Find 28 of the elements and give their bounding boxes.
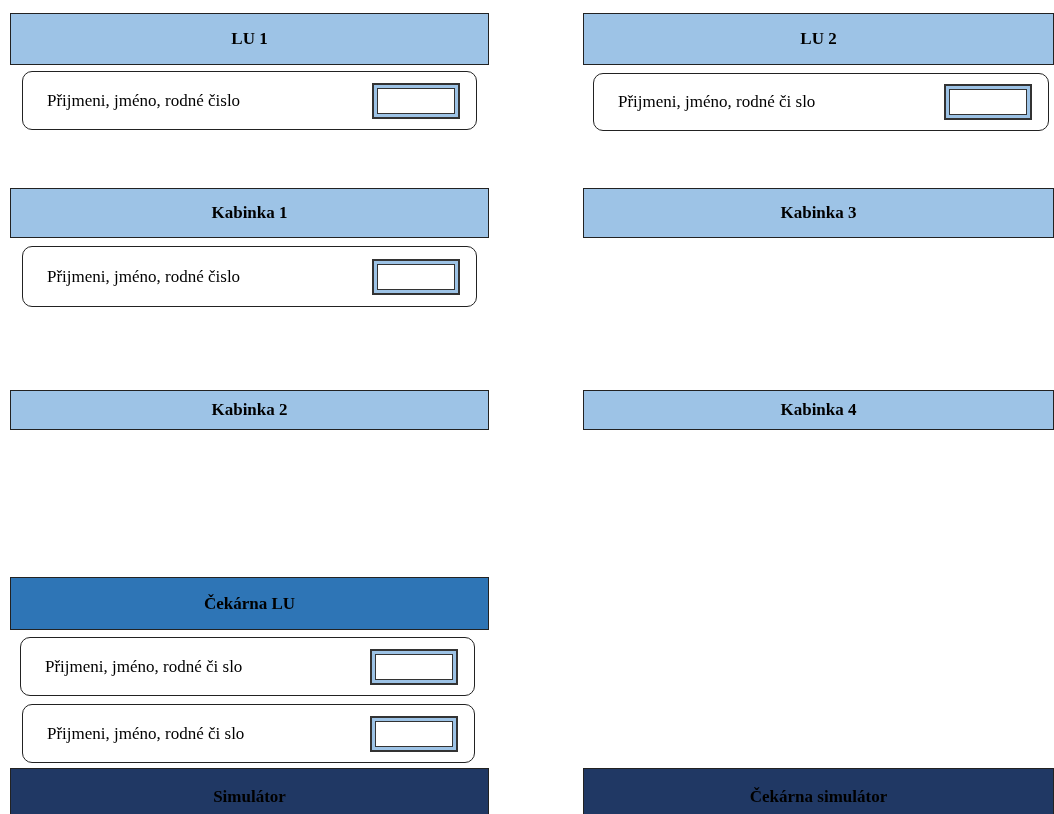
person-entry-box bbox=[22, 71, 477, 130]
section-header-bar bbox=[10, 13, 489, 65]
section-header-bar bbox=[10, 390, 489, 430]
section-title: Kabinka 1 bbox=[211, 202, 288, 224]
section-header-bar bbox=[583, 768, 1054, 814]
person-entry-box bbox=[22, 704, 475, 763]
section-header-bar bbox=[10, 188, 489, 238]
section-title: Kabinka 2 bbox=[211, 399, 288, 421]
section-header-bar bbox=[10, 768, 489, 814]
section-title: LU 2 bbox=[800, 28, 837, 50]
section-header-bar bbox=[10, 577, 489, 630]
entry-label: Přijmeni, jméno, rodné či slo bbox=[47, 722, 246, 745]
entry-label: Přijmeni, jméno, rodné čislo bbox=[47, 89, 242, 112]
entry-label: Přijmeni, jméno, rodné čislo bbox=[47, 265, 242, 288]
person-entry-box bbox=[22, 246, 477, 307]
section-header-bar bbox=[583, 188, 1054, 238]
section-title: Kabinka 4 bbox=[780, 399, 857, 421]
person-entry-box bbox=[20, 637, 475, 696]
entry-label: Přijmeni, jméno, rodné či slo bbox=[45, 655, 244, 678]
section-title: LU 1 bbox=[231, 28, 268, 50]
section-header-bar bbox=[583, 390, 1054, 430]
section-title: Simulátor bbox=[213, 786, 286, 808]
section-title: Kabinka 3 bbox=[780, 202, 857, 224]
section-header-bar bbox=[583, 13, 1054, 65]
person-entry-box bbox=[593, 73, 1049, 131]
section-title: Čekárna simulátor bbox=[749, 786, 888, 808]
section-title: Čekárna LU bbox=[203, 592, 296, 615]
entry-label: Přijmeni, jméno, rodné či slo bbox=[618, 91, 817, 113]
